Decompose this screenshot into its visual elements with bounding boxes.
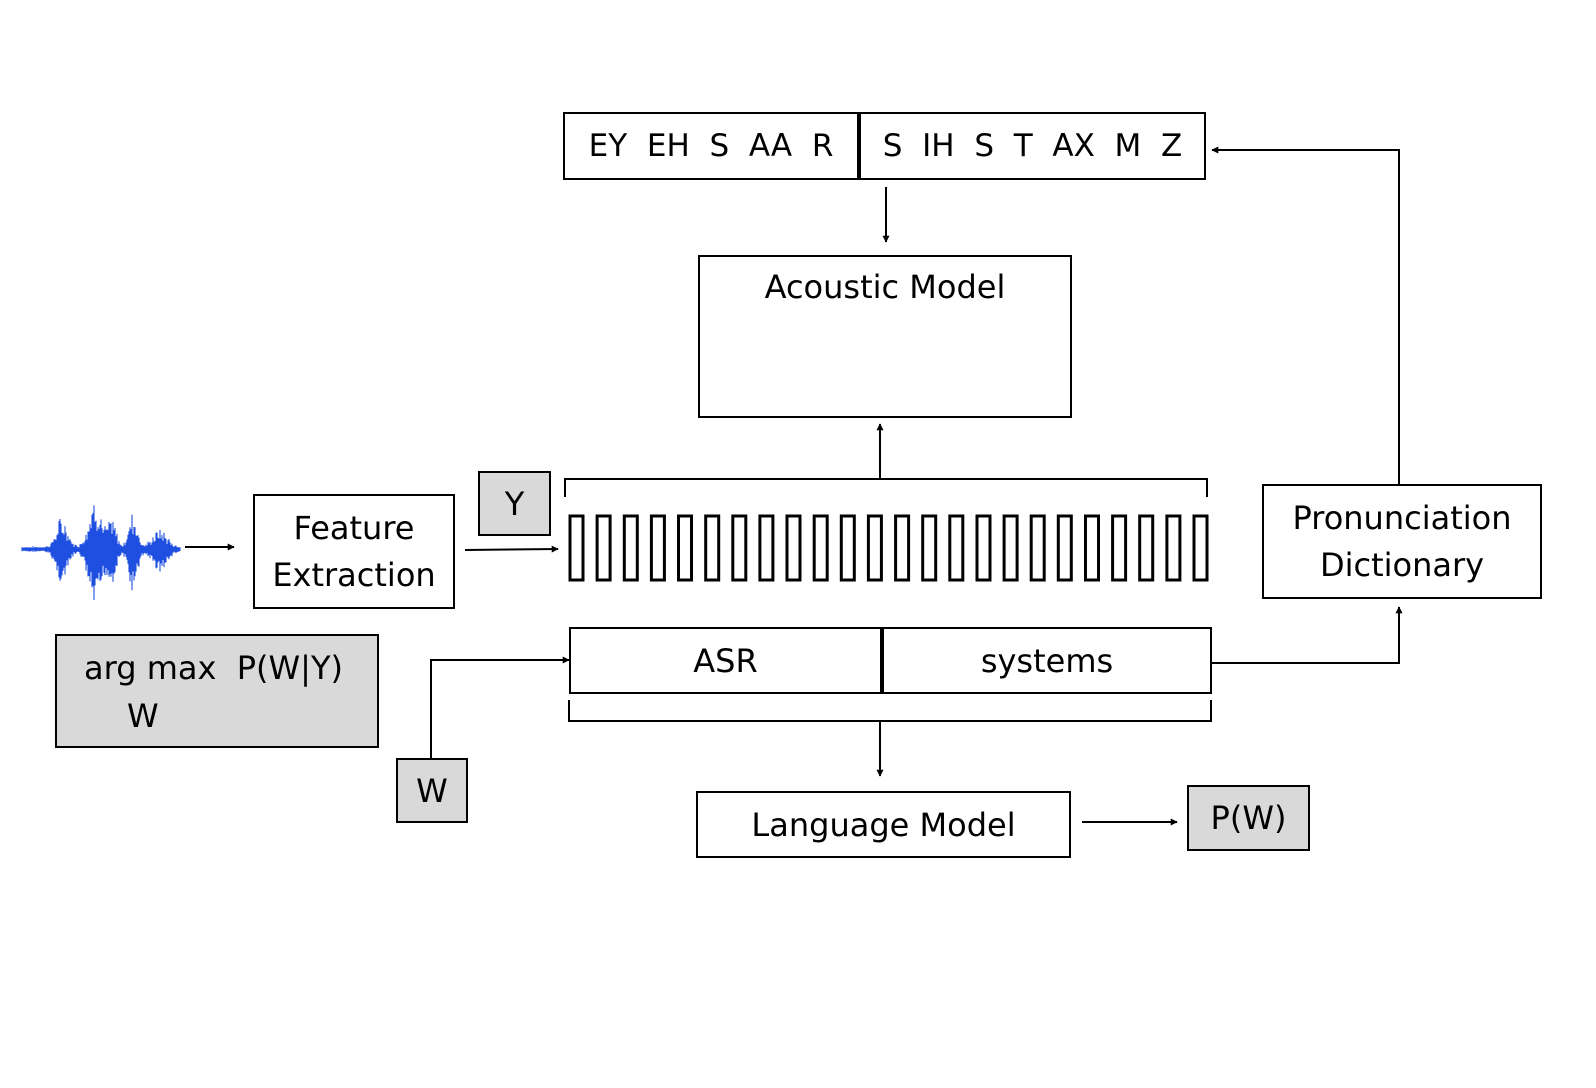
observation-frame [568,514,585,582]
observation-frame [649,514,666,582]
pronunciation-dictionary-box: Pronunciation Dictionary [1262,484,1542,599]
word-sequence-right: systems [980,641,1114,680]
prior-box: P(W) [1187,785,1310,851]
language-model-label: Language Model [751,805,1016,844]
observation-frame [1192,514,1209,582]
prior-label: P(W) [1210,799,1287,837]
frames-bracket-top [564,478,1208,497]
word-label-box: W [396,758,468,823]
observation-frame [595,514,612,582]
observation-frame [1138,514,1155,582]
feature-extraction-box: Feature Extraction [253,494,455,609]
word-sequence-left: ASR [693,641,758,680]
pronunciation-dictionary-line1: Pronunciation [1292,498,1512,537]
words-bracket-bottom [568,700,1212,722]
observation-label: Y [504,484,525,523]
word-label: W [416,771,448,810]
observation-frame [1002,514,1019,582]
observation-frame [866,514,883,582]
observation-frame [785,514,802,582]
observation-frame [975,514,992,582]
observation-frame [948,514,965,582]
decision-rule-line1: arg max P(W|Y) [84,649,343,687]
observation-label-box: Y [478,471,551,536]
observation-frame [1111,514,1128,582]
language-model-box: Language Model [696,791,1071,858]
observation-frame [812,514,829,582]
observation-frame [758,514,775,582]
arrow-dictionary-to-phones [1211,146,1400,484]
pronunciation-dictionary-line2: Dictionary [1319,545,1485,584]
observation-frames [568,514,1209,582]
waveform-trace [21,505,181,600]
decision-rule-line2: W [127,697,159,735]
observation-frame [1165,514,1182,582]
phone-sequence-divider [857,112,861,180]
acoustic-model-label: Acoustic Model [764,268,1006,306]
feature-extraction-line1: Feature [293,508,415,547]
observation-frame [921,514,938,582]
observation-frame [731,514,748,582]
observation-frame [1056,514,1073,582]
audio-waveform-icon [21,505,181,600]
feature-extraction-line2: Extraction [272,555,436,594]
observation-frame [677,514,693,582]
arrow-w-to-words [430,656,570,758]
arrow-words-to-dictionary [1212,606,1403,664]
observation-frame [1084,514,1100,582]
acoustic-model-box: Acoustic Model [698,255,1072,418]
observation-frame [839,514,856,582]
arrow-features-to-frames [464,545,559,553]
word-sequence-box: ASR systems [569,627,1212,694]
observation-frame [704,514,721,582]
word-sequence-divider [880,627,884,694]
decision-rule-box: arg max P(W|Y) W [55,634,379,748]
observation-frame [622,514,639,582]
phone-sequence-box: EY EH S AA R S IH S T AX M Z [563,112,1206,180]
phone-sequence-left: EY EH S AA R [588,127,834,164]
observation-frame [1029,514,1046,582]
observation-frame [894,514,911,582]
phone-sequence-right: S IH S T AX M Z [882,127,1183,164]
